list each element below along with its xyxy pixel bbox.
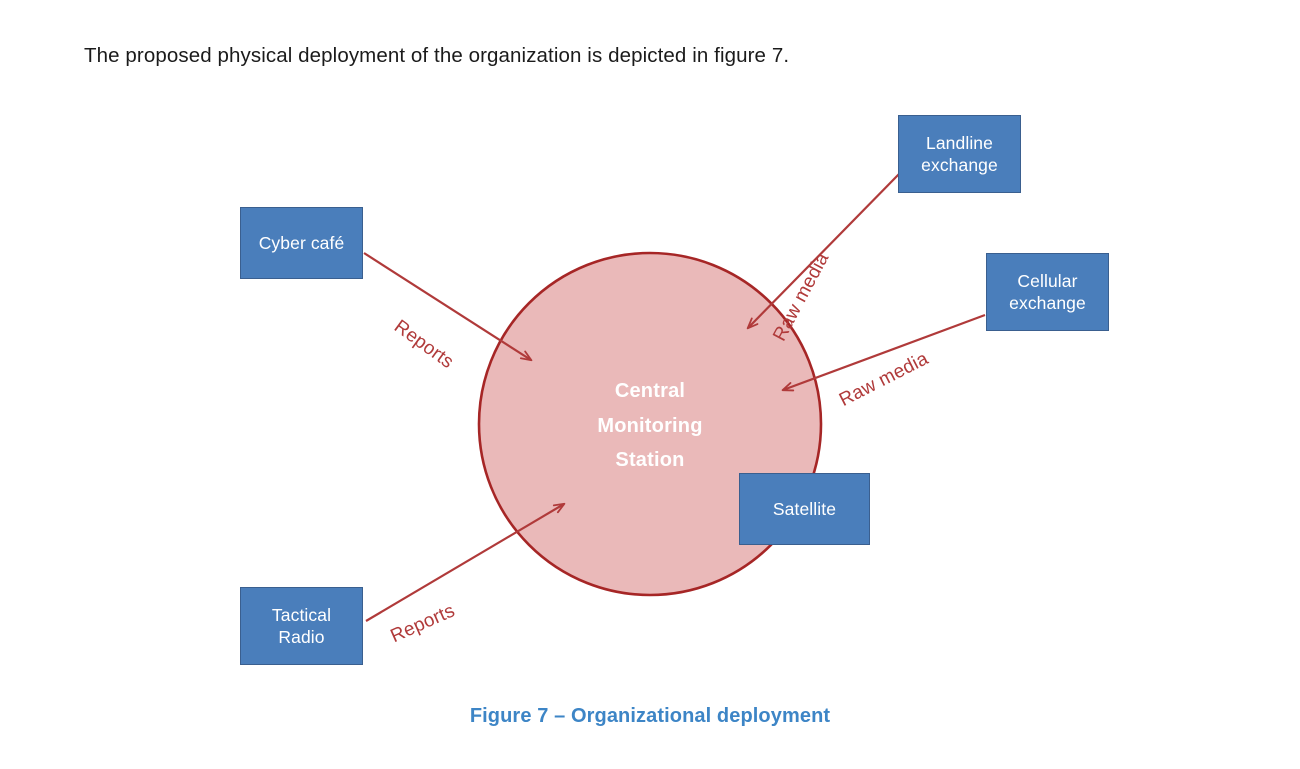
node-tactical-radio[interactable]: Tactical Radio xyxy=(240,587,363,665)
node-cellular-exchange-label-line-1: Cellular xyxy=(1017,271,1078,291)
node-cyber-cafe-label: Cyber café xyxy=(258,233,345,253)
figure-caption: Figure 7 – Organizational deployment xyxy=(469,705,831,727)
node-satellite[interactable]: Satellite xyxy=(739,473,870,545)
node-tactical-radio-label-line-1: Tactical xyxy=(271,605,332,625)
node-cellular-exchange-label-line-2: exchange xyxy=(1009,293,1086,313)
edge-tactical-radio-to-center xyxy=(365,502,566,622)
edge-landline-to-center xyxy=(746,173,900,330)
node-satellite-label: Satellite xyxy=(772,499,837,519)
node-cyber-cafe[interactable]: Cyber café xyxy=(240,207,363,279)
node-landline-exchange-label-line-1: Landline xyxy=(926,133,993,153)
intro-paragraph: The proposed physical deployment of the … xyxy=(84,43,790,67)
node-cellular-exchange[interactable]: Cellular exchange xyxy=(986,253,1109,331)
node-tactical-radio-label-line-2: Radio xyxy=(278,627,325,647)
node-landline-exchange-label-line-2: exchange xyxy=(921,155,998,175)
edge-cellular-to-center xyxy=(781,313,986,392)
diagram-canvas xyxy=(363,173,986,622)
figure-diagram: Central Monitoring Station Cyber café La… xyxy=(0,70,1300,690)
edge-cyber-cafe-to-center xyxy=(363,252,533,362)
node-landline-exchange[interactable]: Landline exchange xyxy=(898,115,1021,193)
